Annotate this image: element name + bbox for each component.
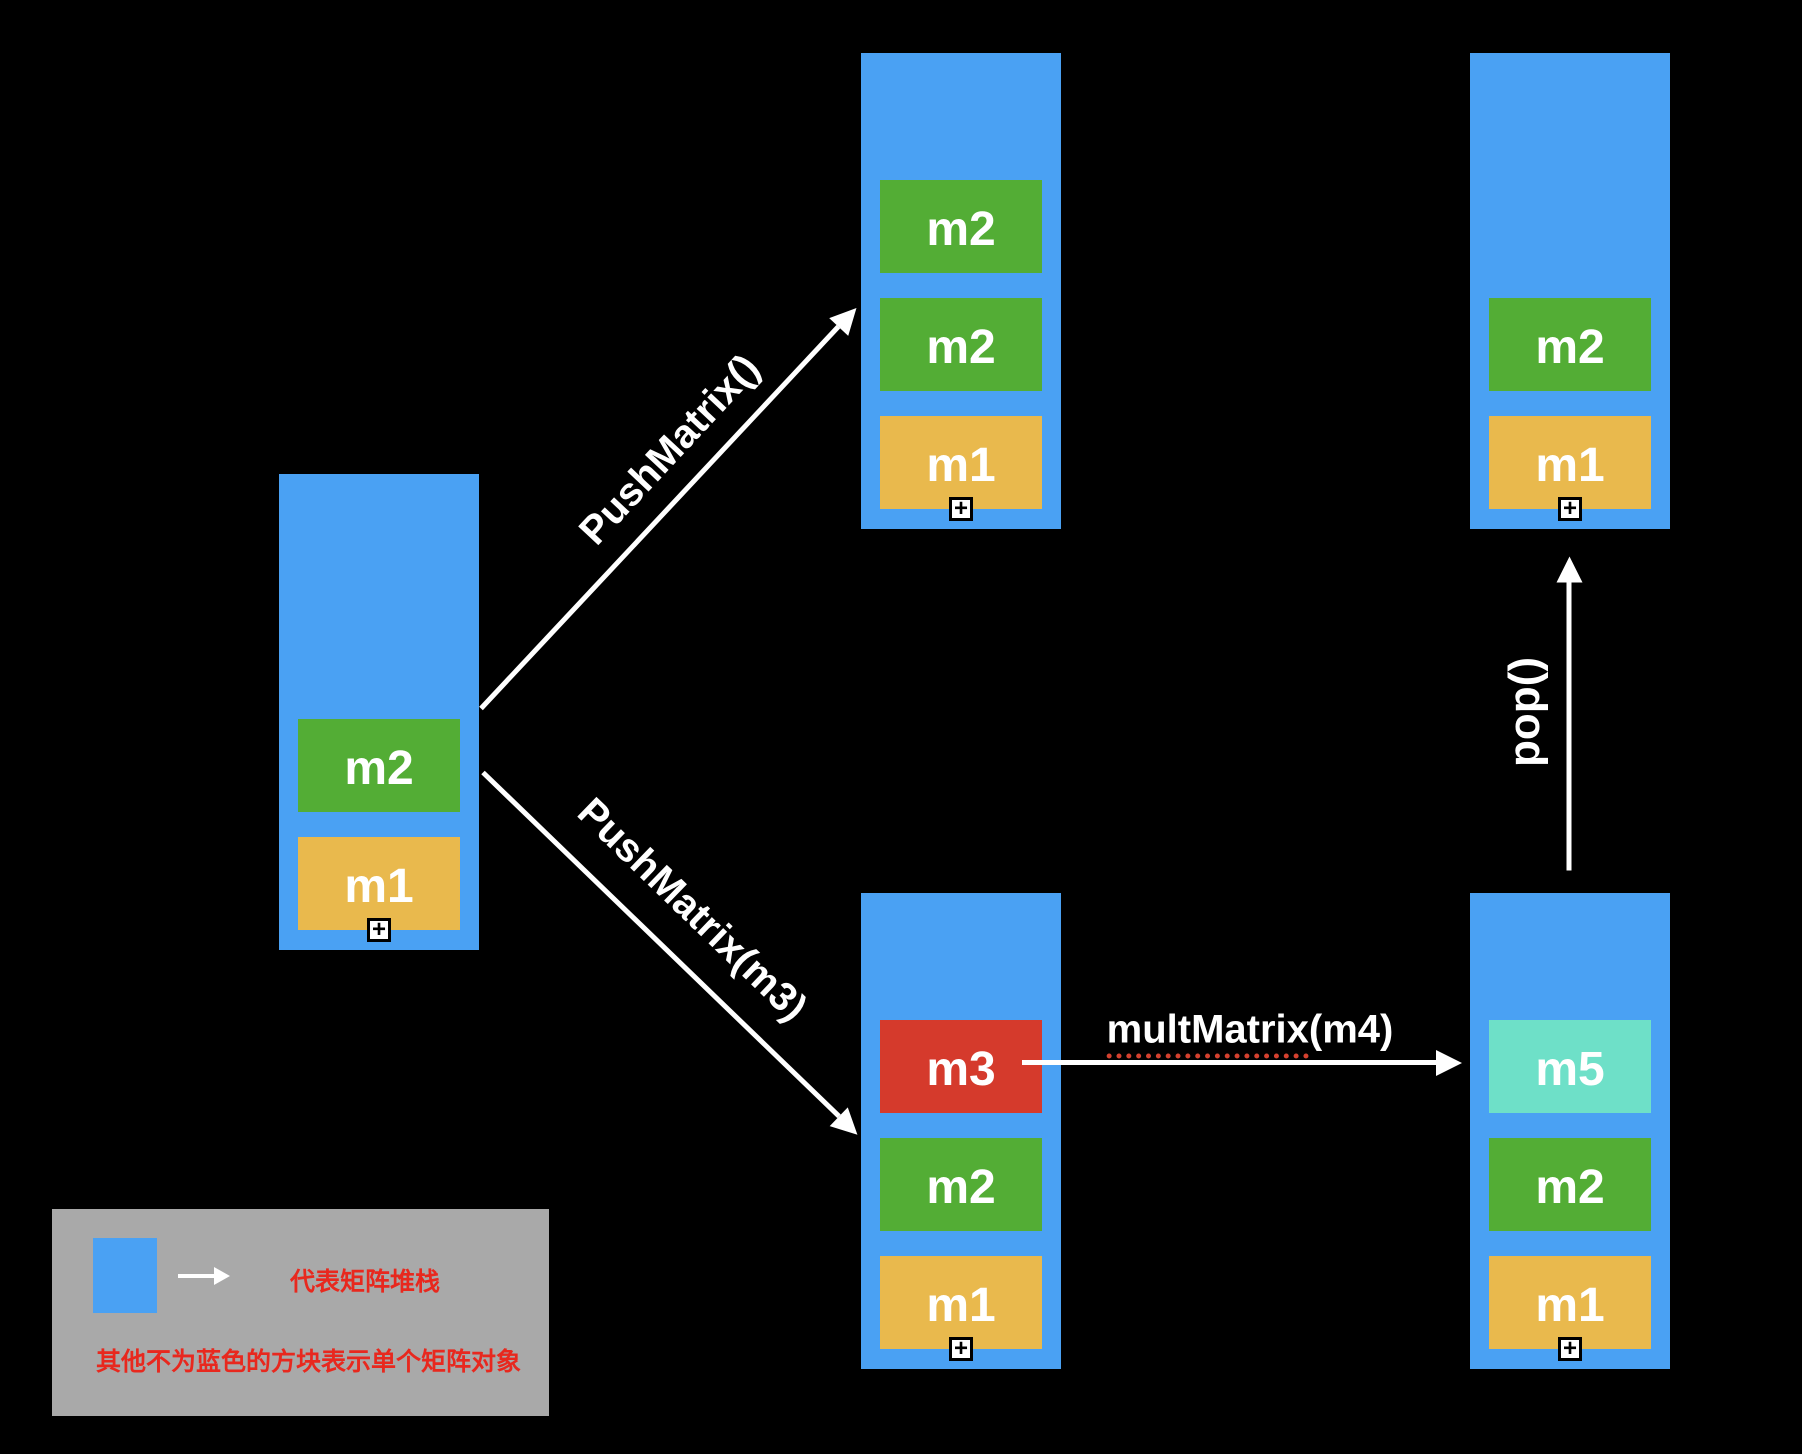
expand-icon[interactable]: + (1558, 497, 1582, 521)
stack-after-pushmatrix-m3: m3 m2 m1 + (861, 893, 1061, 1369)
mult-matrix-arrow-icon (1022, 1060, 1436, 1065)
stack-after-multmatrix: m5 m2 m1 + (1470, 893, 1670, 1369)
matrix-block: m1 (880, 416, 1042, 509)
matrix-block: m1 (1489, 416, 1651, 509)
matrix-block: m2 (880, 298, 1042, 391)
legend-note: 其他不为蓝色的方块表示单个矩阵对象 (96, 1348, 522, 1376)
expand-icon[interactable]: + (949, 1337, 973, 1361)
matrix-block: m2 (1489, 1138, 1651, 1231)
legend-arrow-icon (178, 1274, 214, 1278)
matrix-block: m2 (880, 180, 1042, 273)
expand-icon[interactable]: + (1558, 1337, 1582, 1361)
matrix-block: m5 (1489, 1020, 1651, 1113)
pop-arrow-icon (1566, 582, 1572, 871)
mult-matrix-label-main: multMatrix (1106, 1007, 1309, 1059)
legend-swatch-label: 代表矩阵堆栈 (290, 1268, 441, 1296)
expand-icon[interactable]: + (949, 497, 973, 521)
push-matrix-label: PushMatrix() (570, 346, 769, 554)
matrix-block: m2 (298, 719, 460, 812)
matrix-block: m1 (298, 837, 460, 930)
pop-label: pop() (1500, 657, 1549, 767)
matrix-block: m1 (1489, 1256, 1651, 1349)
matrix-block: m2 (880, 1138, 1042, 1231)
stack-after-pop: m2 m1 + (1470, 53, 1670, 529)
mult-matrix-label: multMatrix(m4) (1106, 1007, 1394, 1059)
push-matrix-m3-arrow-icon (481, 770, 841, 1119)
stack-initial: m2 m1 + (279, 474, 479, 950)
matrix-block: m3 (880, 1020, 1042, 1113)
legend: 代表矩阵堆栈 其他不为蓝色的方块表示单个矩阵对象 (52, 1209, 549, 1416)
stack-after-pushmatrix: m2 m2 m1 + (861, 53, 1061, 529)
push-matrix-m3-label: PushMatrix(m3) (569, 789, 816, 1030)
push-matrix-arrow-icon (479, 324, 841, 711)
mult-matrix-label-suffix: (m4) (1308, 1007, 1394, 1052)
stack-swatch (93, 1238, 157, 1313)
matrix-block: m2 (1489, 298, 1651, 391)
matrix-block: m1 (880, 1256, 1042, 1349)
expand-icon[interactable]: + (367, 918, 391, 942)
